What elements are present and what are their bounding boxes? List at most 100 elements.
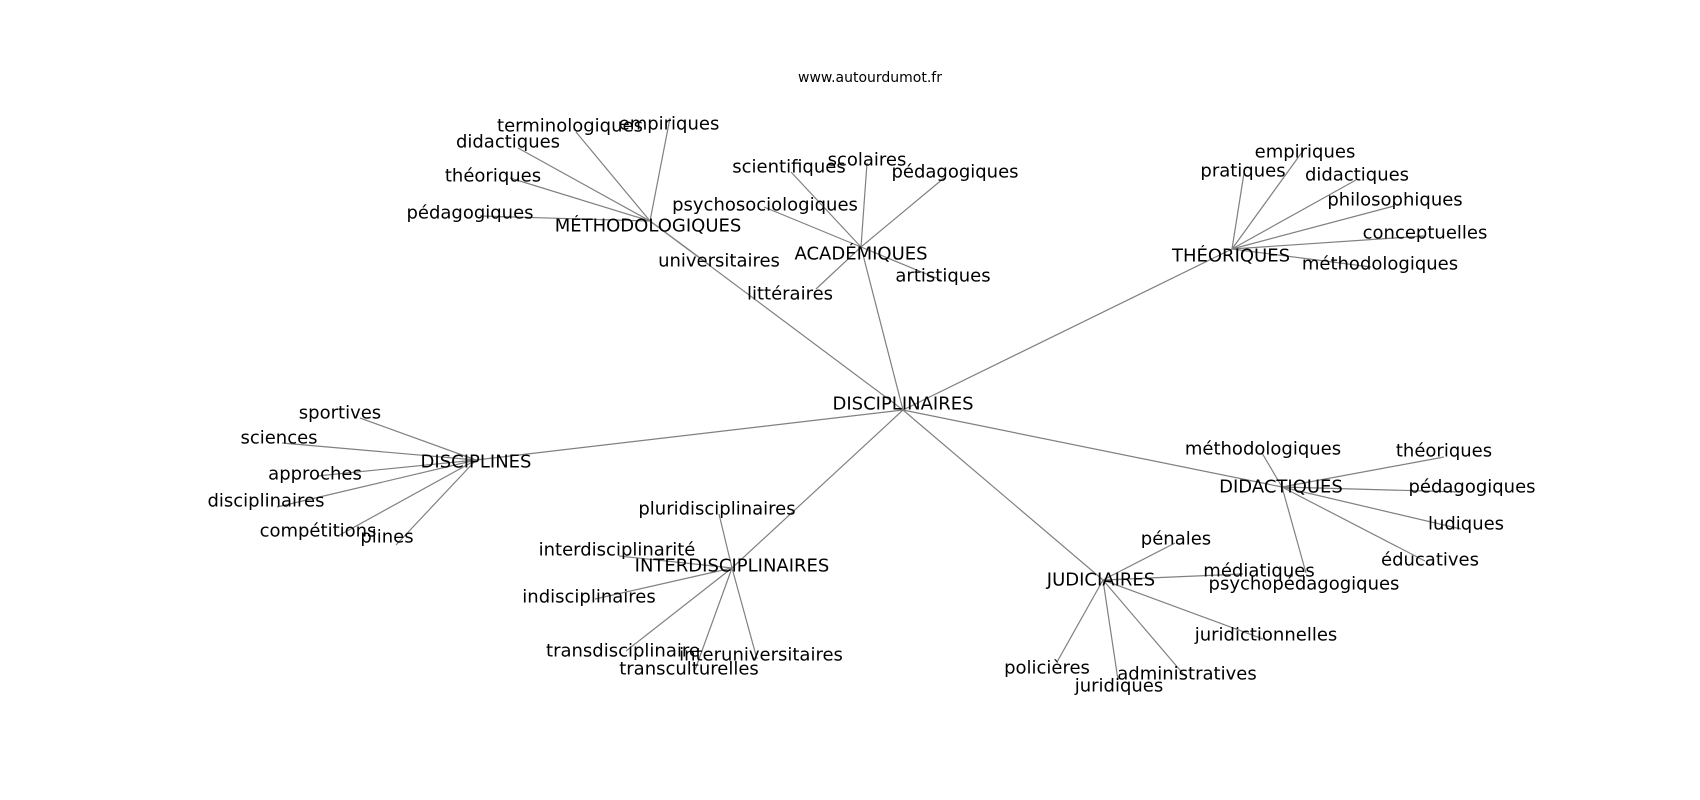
leaf-word-node[interactable]: empiriques — [619, 114, 720, 135]
edge-hub-to-leaf — [1102, 573, 1244, 581]
edge-hub-to-leaf — [1231, 248, 1372, 268]
edge-root-to-hub — [475, 409, 904, 461]
leaf-word-node[interactable]: disciplinaires — [207, 491, 324, 512]
hub-word-node[interactable]: THÉORIQUES — [1171, 245, 1290, 267]
leaf-word-node[interactable]: sciences — [240, 428, 317, 449]
edge-hub-to-leaf — [1231, 147, 1306, 250]
edge-hub-to-leaf — [1102, 579, 1264, 640]
leaf-word-node[interactable]: transdisciplinaire — [546, 641, 700, 662]
edge-hub-to-leaf — [1231, 172, 1245, 250]
edge-hub-to-leaf — [395, 459, 477, 546]
edge-hub-to-leaf — [1102, 579, 1119, 681]
edge-hub-to-leaf — [276, 459, 477, 508]
leaf-word-node[interactable]: interuniversitaires — [679, 645, 843, 666]
edge-hub-to-leaf — [479, 215, 651, 222]
edge-hub-to-leaf — [1261, 452, 1283, 488]
leaf-word-node[interactable]: administratives — [1117, 664, 1256, 685]
leaf-word-node[interactable]: psychosociologiques — [672, 195, 858, 216]
hub-word-node[interactable]: DIDACTIQUES — [1219, 477, 1343, 498]
edge-hub-to-leaf — [763, 206, 862, 248]
edge-hub-to-leaf — [1231, 205, 1395, 250]
leaf-word-node[interactable]: scolaires — [828, 150, 907, 171]
edge-hub-to-leaf — [1102, 579, 1186, 677]
leaf-word-node[interactable]: juridictionnelles — [1194, 625, 1338, 646]
edge-hub-to-leaf — [575, 131, 651, 222]
hub-word-node[interactable]: JUDICIAIRES — [1046, 570, 1155, 591]
leaf-word-node[interactable]: artistiques — [895, 266, 990, 287]
leaf-word-node[interactable]: interdisciplinarité — [539, 540, 696, 561]
edge-hub-to-leaf — [649, 117, 671, 222]
leaf-word-node[interactable]: universitaires — [658, 251, 780, 272]
leaf-word-node[interactable]: empiriques — [1255, 142, 1356, 163]
hub-word-node[interactable]: MÉTHODOLOGIQUES — [555, 215, 742, 237]
leaf-word-node[interactable]: terminologiques — [497, 116, 643, 137]
edge-hub-to-leaf — [649, 220, 712, 267]
hub-word-node[interactable]: DISCIPLINES — [421, 452, 532, 473]
leaf-word-node[interactable]: philosophiques — [1327, 190, 1462, 211]
leaf-word-node[interactable]: juridiques — [1074, 676, 1164, 697]
edge-hub-to-leaf — [1231, 235, 1425, 250]
leaf-word-node[interactable]: scientifiques — [732, 157, 845, 178]
edge-hub-to-leaf — [1281, 486, 1462, 530]
leaf-word-node[interactable]: pédagogiques — [891, 162, 1018, 183]
edge-hub-to-leaf — [718, 513, 733, 569]
edges-layer — [276, 117, 1463, 681]
edge-hub-to-leaf — [1056, 579, 1104, 663]
leaf-word-node[interactable]: conceptuelles — [1363, 223, 1488, 244]
leaf-word-node[interactable]: didactiques — [1305, 165, 1409, 186]
edge-root-to-hub — [902, 248, 1233, 411]
edge-hub-to-leaf — [337, 459, 477, 537]
root-word-node[interactable]: DISCIPLINAIRES — [832, 394, 973, 415]
edge-hub-to-leaf — [860, 162, 868, 248]
edge-hub-to-leaf — [1281, 486, 1307, 574]
edge-hub-to-leaf — [860, 246, 942, 281]
leaf-word-node[interactable]: littéraires — [747, 284, 833, 305]
edge-hub-to-leaf — [815, 246, 862, 290]
labels-layer: terminologiquesempiriquesdidactiquesthéo… — [207, 114, 1535, 697]
leaf-word-node[interactable]: indisciplinaires — [522, 587, 655, 608]
edge-hub-to-leaf — [359, 417, 477, 461]
edge-hub-to-leaf — [1281, 486, 1463, 493]
leaf-word-node[interactable]: méthodologiques — [1185, 439, 1341, 460]
leaf-word-node[interactable]: plines — [360, 527, 413, 548]
leaf-word-node[interactable]: didactiques — [456, 132, 560, 153]
edge-root-to-hub — [731, 409, 904, 569]
leaf-word-node[interactable]: théoriques — [445, 166, 541, 187]
hub-word-node[interactable]: INTERDISCIPLINAIRES — [635, 556, 830, 577]
leaf-word-node[interactable]: transculturelles — [619, 659, 759, 680]
leaf-word-node[interactable]: psychopédagogiques — [1209, 574, 1400, 595]
leaf-word-node[interactable]: approches — [268, 464, 362, 485]
leaf-word-node[interactable]: pratiques — [1200, 161, 1285, 182]
edge-hub-to-leaf — [281, 442, 477, 461]
edge-hub-to-leaf — [618, 555, 733, 569]
edge-hub-to-leaf — [731, 567, 758, 660]
leaf-word-node[interactable]: pluridisciplinaires — [638, 499, 795, 520]
leaf-word-node[interactable]: méthodologiques — [1302, 254, 1458, 275]
edge-hub-to-leaf — [517, 147, 651, 222]
edge-hub-to-leaf — [860, 177, 945, 248]
edge-hub-to-leaf — [594, 567, 733, 600]
leaf-word-node[interactable]: pédagogiques — [406, 203, 533, 224]
leaf-word-node[interactable]: théoriques — [1396, 441, 1492, 462]
edge-root-to-hub — [902, 409, 1283, 488]
leaf-word-node[interactable]: policières — [1004, 658, 1090, 679]
leaf-word-node[interactable]: sportives — [299, 403, 381, 424]
edge-root-to-hub — [902, 409, 1104, 581]
edge-hub-to-leaf — [790, 171, 862, 248]
leaf-word-node[interactable]: éducatives — [1381, 550, 1479, 571]
edge-hub-to-leaf — [509, 177, 651, 222]
edge-hub-to-leaf — [1281, 456, 1445, 488]
leaf-word-node[interactable]: compétitions — [260, 521, 377, 542]
hub-word-node[interactable]: ACADÉMIQUES — [794, 243, 927, 265]
edge-hub-to-leaf — [694, 567, 733, 671]
edge-hub-to-leaf — [316, 459, 477, 477]
leaf-word-node[interactable]: médiatiques — [1203, 561, 1314, 582]
leaf-word-node[interactable]: pénales — [1141, 529, 1211, 550]
leaf-word-node[interactable]: pédagogiques — [1408, 477, 1535, 498]
leaf-word-node[interactable]: ludiques — [1428, 514, 1504, 535]
edge-root-to-hub — [860, 246, 904, 411]
edge-hub-to-leaf — [1102, 542, 1176, 581]
edge-hub-to-leaf — [1281, 486, 1426, 562]
source-watermark[interactable]: www.autourdumot.fr — [798, 70, 942, 86]
